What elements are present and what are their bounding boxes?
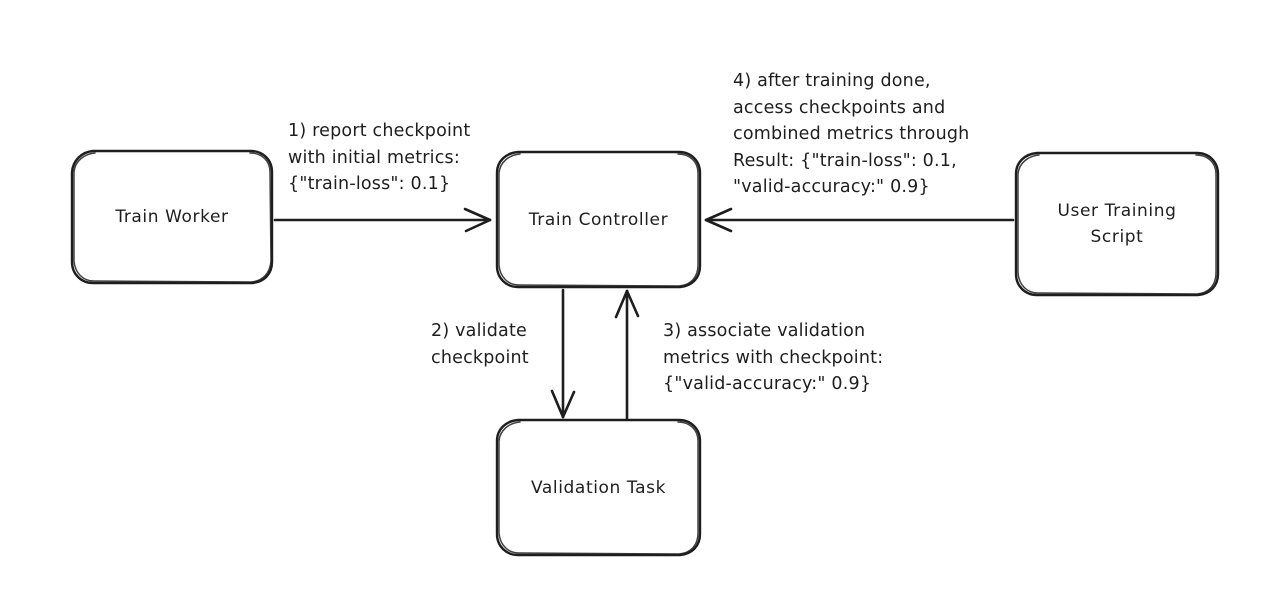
node-label-user-training-script: User Training Script	[1057, 201, 1177, 247]
node-train-worker[interactable]: Train Worker	[72, 151, 272, 283]
edge-label-3-associate-metrics: 3) associate validation metrics with che…	[663, 321, 884, 394]
node-label-train-controller: Train Controller	[528, 209, 669, 230]
edge-label-4-access-results: 4) after training done, access checkpoin…	[733, 71, 970, 197]
edge-arrow-3-associate-metrics[interactable]	[614, 289, 640, 420]
node-validation-task[interactable]: Validation Task	[497, 420, 700, 555]
edge-label-2-validate-checkpoint: 2) validate checkpoint	[431, 321, 529, 368]
edge-arrow-4-access-results[interactable]	[704, 207, 1015, 233]
node-label-train-worker: Train Worker	[115, 207, 229, 227]
edge-label-1-report-checkpoint: 1) report checkpoint with initial metric…	[288, 121, 471, 194]
node-user-training-script[interactable]: User Training Script	[1016, 153, 1218, 295]
node-label-validation-task: Validation Task	[530, 477, 667, 498]
edge-arrow-1-report-checkpoint[interactable]	[273, 207, 492, 233]
node-train-controller[interactable]: Train Controller	[497, 152, 700, 287]
